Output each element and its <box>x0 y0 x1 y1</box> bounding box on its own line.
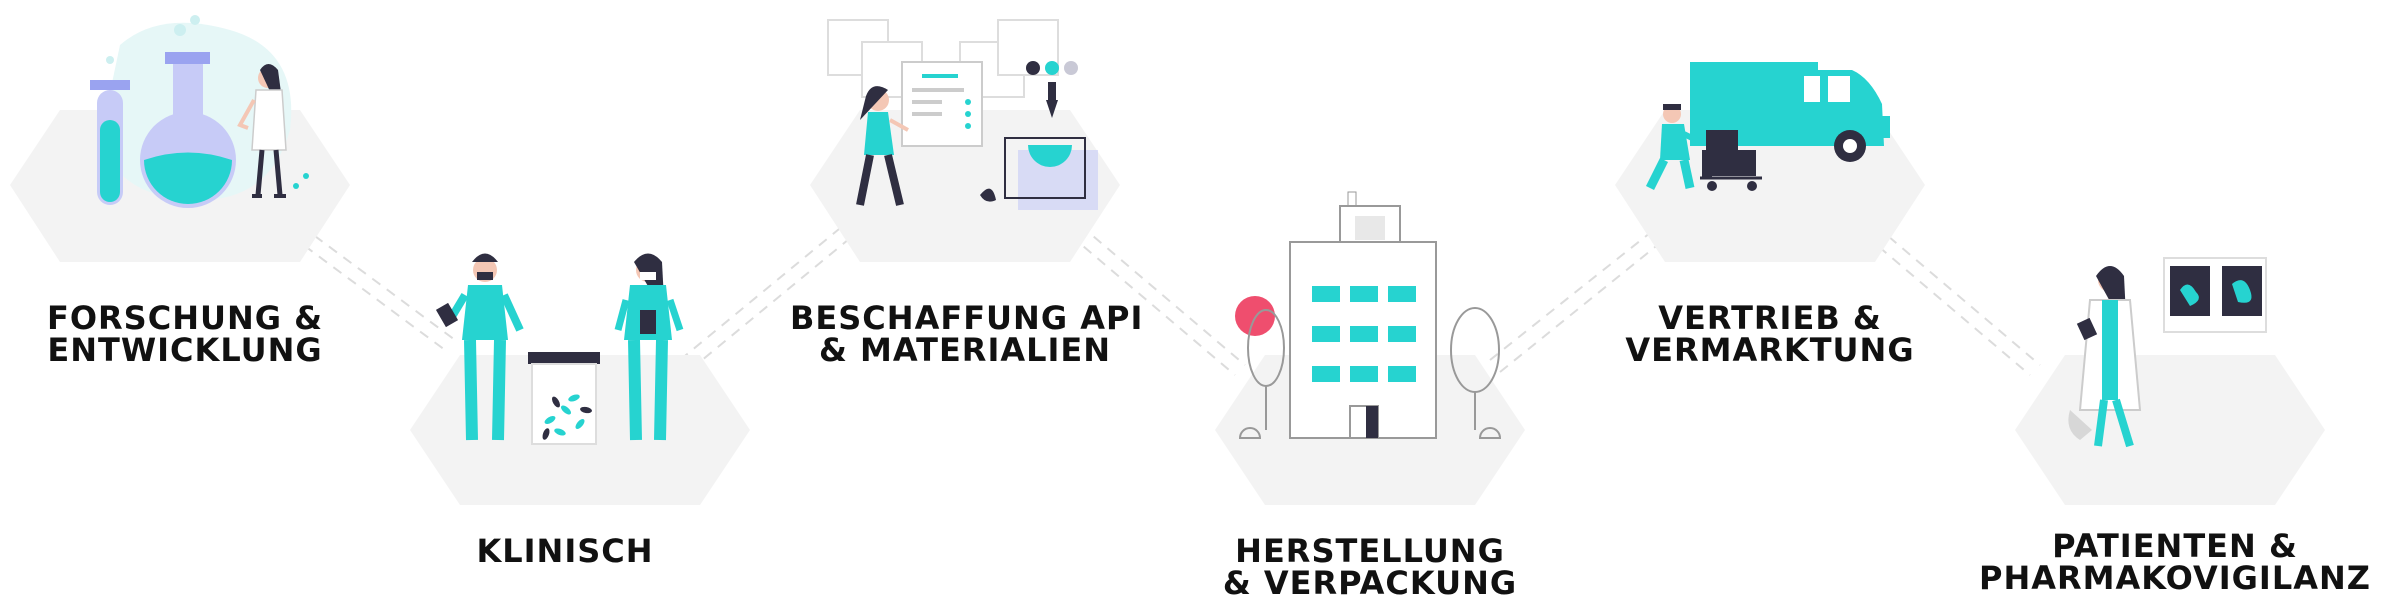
hexagon-6 <box>2015 355 2325 505</box>
stage-label-line1: HERSTELLUNG <box>1235 532 1505 570</box>
connector-5-6b <box>1864 234 2031 376</box>
hexagons <box>10 110 2325 505</box>
stage-label-research: FORSCHUNG & ENTWICKLUNG <box>45 302 325 366</box>
research-lab-icon <box>90 15 309 208</box>
stage-label-line2: & MATERIALIEN <box>818 331 1112 369</box>
delivery-van-icon <box>1645 62 1890 191</box>
connector-5-6 <box>1874 224 2041 366</box>
connector-4-5b <box>1499 234 1671 373</box>
stage-label-clinical: KLINISCH <box>440 535 690 567</box>
doctor-xray-icon <box>2068 257 2267 448</box>
stage-label-line1: VERTRIEB & <box>1658 299 1882 337</box>
stage-label-line2: & VERPACKUNG <box>1222 564 1518 602</box>
connector-lines <box>289 219 2041 376</box>
stage-label-procurement: BESCHAFFUNG API & MATERIALIEN <box>790 299 1144 369</box>
stage-label-line1: FORSCHUNG & <box>46 299 324 337</box>
stage-label-distribution: VERTRIEB & VERMARKTUNG <box>1620 302 1920 366</box>
stage-label-patients: PATIENTEN & PHARMAKOVIGILANZ <box>1975 530 2375 594</box>
connector-3-4b <box>1069 234 1236 376</box>
clinical-doctors-icon <box>435 253 684 445</box>
stage-label-manufacturing: HERSTELLUNG & VERPACKUNG <box>1220 535 1520 599</box>
stage-label-line1: BESCHAFFUNG API <box>790 299 1144 337</box>
connector-1-2b <box>299 224 456 341</box>
stage-label-line2: PHARMAKOVIGILANZ <box>1979 559 2371 597</box>
stage-label-line2: ENTWICKLUNG <box>47 331 323 369</box>
connector-2-3 <box>679 219 851 361</box>
connector-2-3b <box>689 229 861 371</box>
procurement-icon <box>827 19 1098 210</box>
connector-3-4 <box>1079 224 1246 366</box>
connector-4-5 <box>1489 224 1661 361</box>
connector-1-2 <box>289 234 446 351</box>
stage-label-line1: PATIENTEN & <box>2052 527 2298 565</box>
factory-building-icon <box>1235 191 1502 439</box>
stage-label-line2: VERMARKTUNG <box>1625 331 1915 369</box>
stage-label-line1: KLINISCH <box>476 532 654 570</box>
